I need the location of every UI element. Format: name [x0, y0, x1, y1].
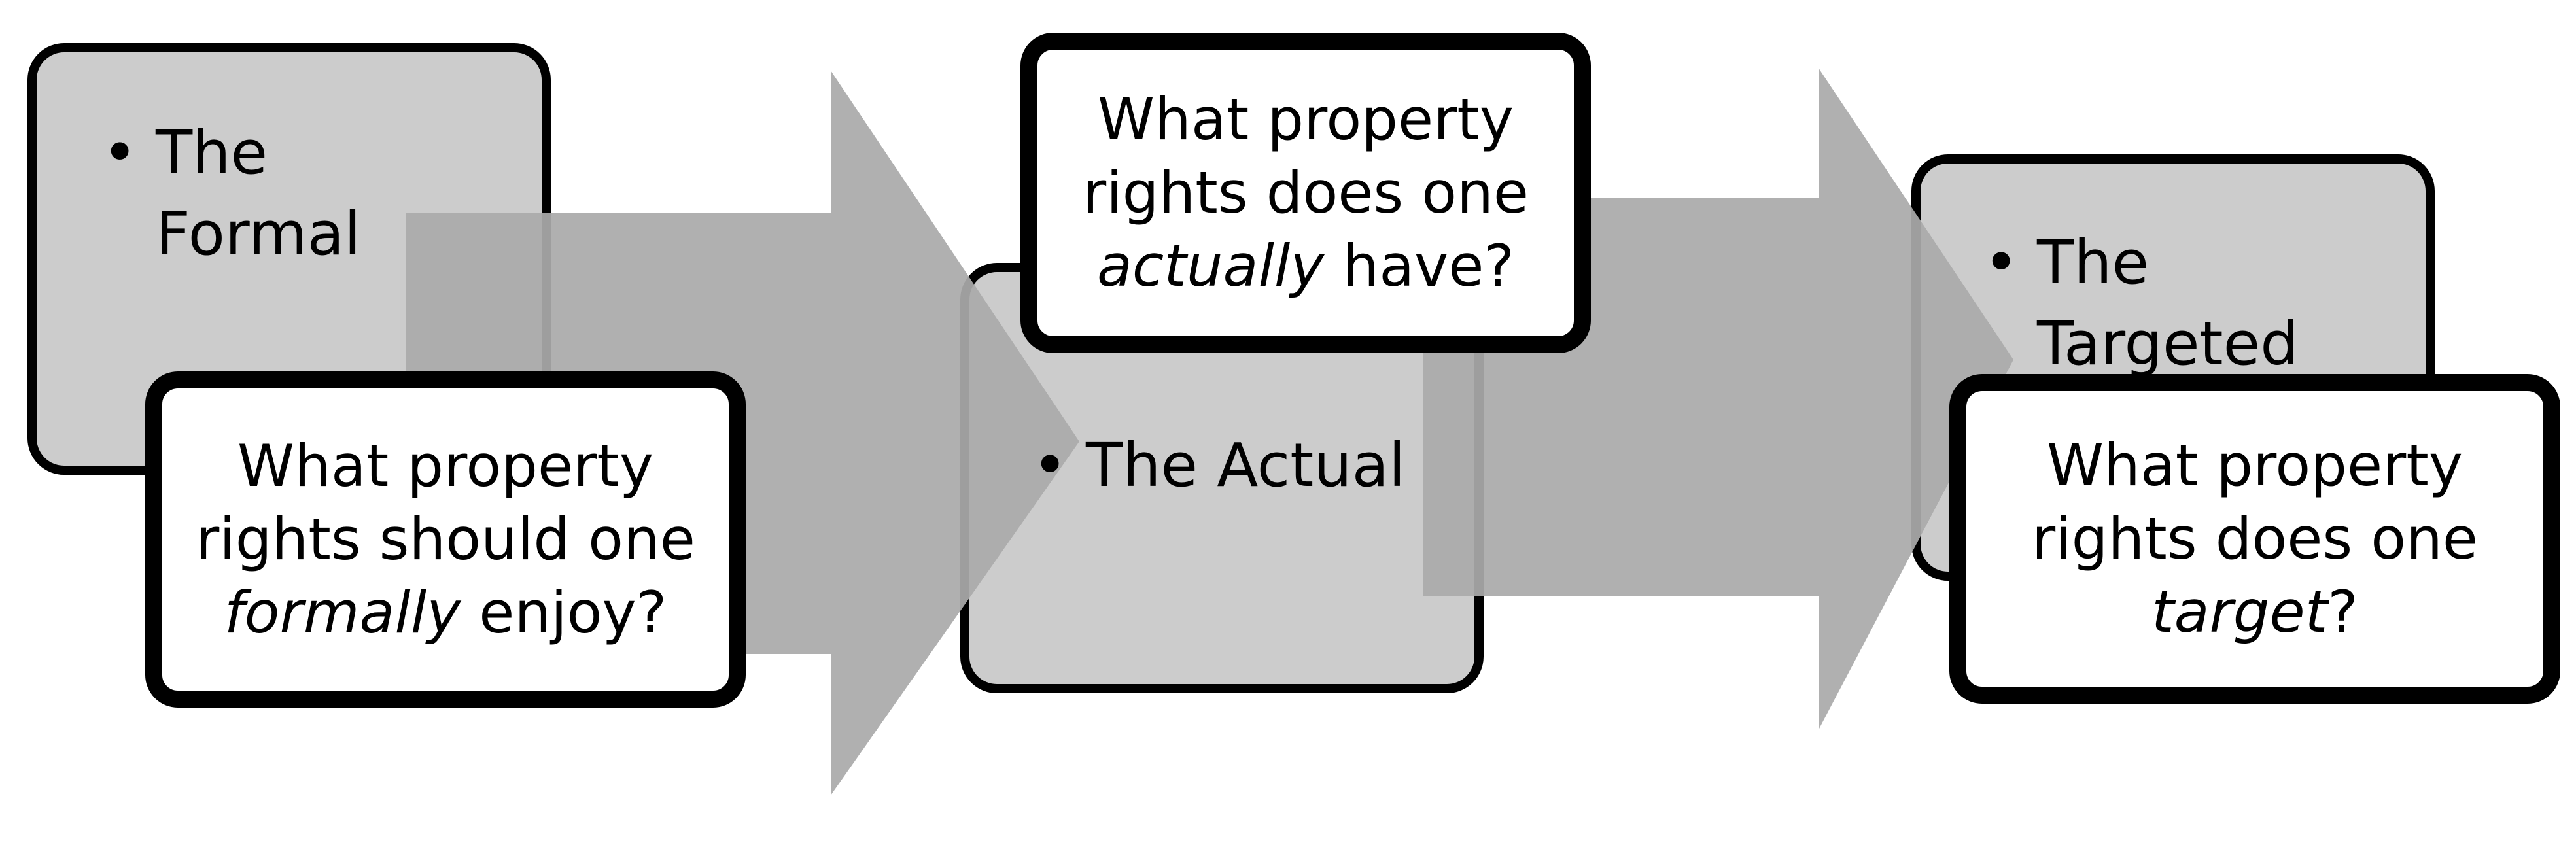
stage-label-targeted-line1: The	[2037, 228, 2150, 298]
question-actual-end: have?	[1342, 232, 1515, 300]
question-formal-line1: What property rights should one	[196, 432, 695, 573]
bullet-icon: •	[102, 118, 138, 188]
bullet-icon: •	[1032, 430, 1068, 500]
stage-label-actual: • The Actual	[1032, 425, 1451, 506]
question-formal-end: enjoy?	[479, 579, 667, 646]
bullet-icon: •	[1983, 228, 2019, 298]
question-actual-line1: What property rights does one	[1083, 86, 1529, 226]
stage-label-formal-line1: The	[156, 118, 268, 188]
question-formal-emphasis: formally	[224, 579, 461, 646]
stage-label-formal: • The Formal	[102, 112, 468, 275]
stage-label-targeted-line2: Targeted	[2037, 309, 2299, 379]
question-callout-formal: What property rights should one formally…	[145, 371, 746, 708]
stage-label-targeted: • The Targeted	[1983, 222, 2402, 385]
question-actual-emphasis: actually	[1096, 232, 1325, 300]
question-callout-targeted: What property rights does one target?	[1949, 374, 2560, 704]
question-callout-actual: What property rights does one actually h…	[1020, 33, 1591, 353]
stage-label-formal-line2: Formal	[156, 199, 361, 269]
question-targeted-emphasis: target	[2151, 578, 2328, 646]
stage-label-actual-text: The Actual	[1086, 430, 1406, 500]
question-targeted-end: ?	[2327, 578, 2358, 646]
question-targeted-line1: What property rights does one	[2032, 432, 2478, 572]
